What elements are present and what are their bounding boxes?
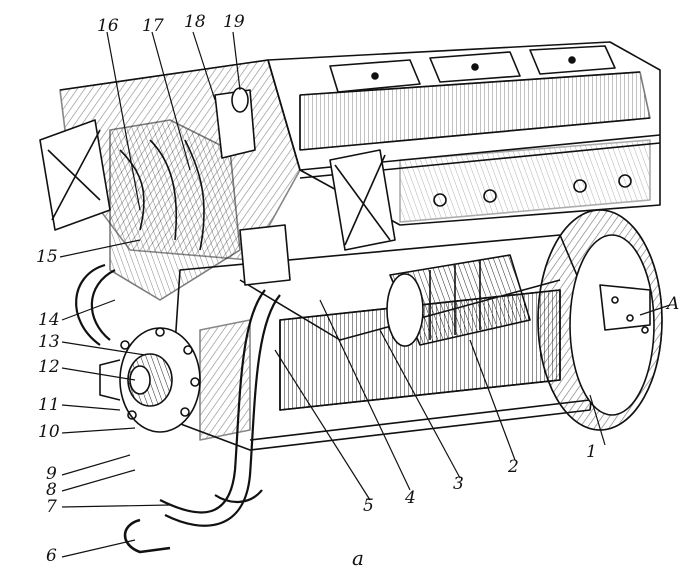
leader-a	[639, 304, 671, 316]
callout-13: 13	[38, 332, 60, 352]
leader-2	[469, 339, 516, 461]
fuel-pump-cluster	[109, 87, 291, 301]
leader-15	[59, 239, 141, 258]
callout-1: 1	[586, 442, 597, 462]
callout-5: 5	[363, 496, 374, 516]
leader-14	[61, 299, 116, 321]
callout-a: A	[667, 294, 680, 314]
front-cover	[99, 319, 251, 441]
leader-13	[61, 341, 146, 356]
callout-17: 17	[142, 16, 164, 36]
callout-15: 15	[36, 247, 58, 267]
leader-19	[232, 31, 241, 91]
callout-16: 16	[97, 16, 119, 36]
callout-9: 9	[46, 464, 57, 484]
leader-12	[61, 367, 136, 381]
callout-8: 8	[46, 480, 57, 500]
leader-16	[106, 31, 141, 211]
cylinder-head-cover	[267, 41, 661, 226]
figure-caption: а	[352, 546, 364, 570]
callout-12: 12	[38, 357, 60, 377]
leader-9	[61, 454, 131, 476]
callout-10: 10	[38, 422, 60, 442]
starter-motor	[386, 254, 531, 347]
leader-6	[61, 539, 136, 558]
callout-7: 7	[46, 497, 57, 517]
callout-11: 11	[38, 395, 60, 415]
callout-2: 2	[508, 457, 519, 477]
leader-4	[319, 299, 411, 491]
leader-11	[61, 404, 121, 411]
callout-3: 3	[453, 474, 464, 494]
leader-lines	[59, 31, 671, 558]
callout-19: 19	[223, 12, 245, 32]
coolant-pipes	[75, 263, 281, 554]
leader-7	[61, 504, 171, 508]
leader-8	[61, 469, 136, 492]
leader-5	[274, 349, 371, 501]
flywheel-housing	[537, 209, 663, 431]
callout-18: 18	[184, 12, 206, 32]
leader-10	[61, 427, 136, 434]
callout-14: 14	[38, 310, 60, 330]
callout-4: 4	[405, 488, 416, 508]
callout-6: 6	[46, 546, 57, 566]
leader-3	[379, 329, 461, 479]
manifold	[299, 134, 661, 251]
leader-18	[192, 31, 216, 101]
leader-1	[589, 394, 606, 446]
leader-17	[151, 31, 191, 171]
